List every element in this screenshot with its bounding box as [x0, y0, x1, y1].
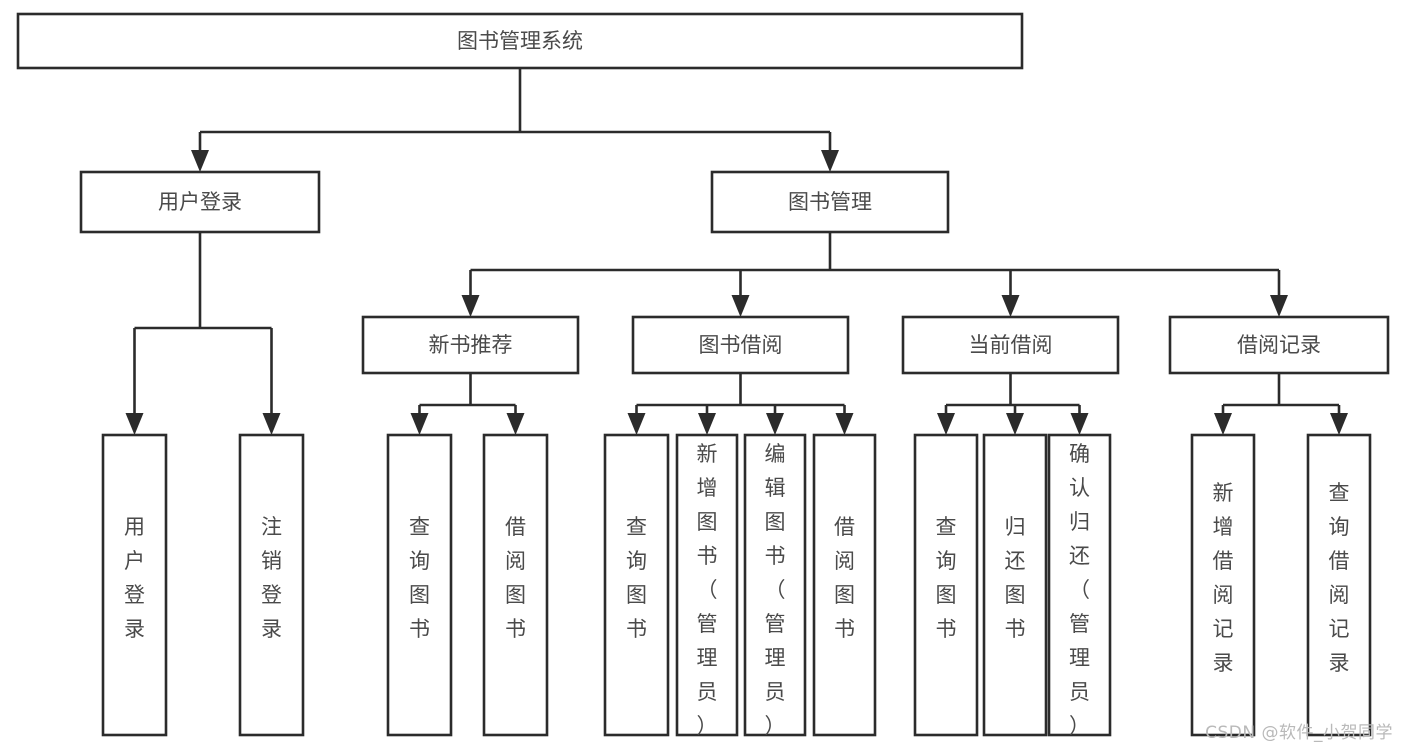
node-root[interactable]: 图书管理系统	[16, 12, 1024, 70]
arrow-down-icon-bb-query-book	[627, 413, 646, 435]
node-book-borrow[interactable]: 图书借阅	[631, 315, 850, 375]
arrow-down-icon-br-query-record	[1330, 413, 1348, 435]
node-label-bb-edit-book: 编辑图书（管理员）	[765, 442, 786, 738]
node-cb-confirm-return[interactable]: 确认归还（管理员）	[1047, 433, 1112, 738]
node-label-br-add-record: 新增借阅记录	[1213, 481, 1234, 675]
node-br-add-record[interactable]: 新增借阅记录	[1190, 433, 1256, 737]
arrow-down-icon-bb-edit-book	[766, 413, 784, 435]
node-user-logout-leaf[interactable]: 注销登录	[238, 433, 305, 737]
node-box-bb-query-book	[603, 433, 670, 737]
node-label-cb-confirm-return: 确认归还（管理员）	[1069, 442, 1090, 738]
node-label-bb-query-book: 查询图书	[626, 515, 647, 641]
node-label-nb-borrow-book: 借阅图书	[505, 515, 526, 641]
node-cb-query-book[interactable]: 查询图书	[913, 433, 979, 737]
arrow-down-icon-bb-borrow-book	[835, 413, 854, 435]
node-label-user-login-leaf: 用户登录	[124, 515, 145, 641]
node-box-borrow-record	[1168, 315, 1390, 375]
node-nb-query-book[interactable]: 查询图书	[386, 433, 453, 737]
node-label-bb-add-book: 新增图书（管理员）	[697, 442, 718, 738]
node-cb-return-book[interactable]: 归还图书	[982, 433, 1048, 737]
node-box-nb-query-book	[386, 433, 453, 737]
node-box-user-logout-leaf	[238, 433, 305, 737]
node-box-bb-borrow-book	[812, 433, 877, 737]
arrow-down-icon-cb-confirm-return	[1070, 413, 1089, 435]
node-label-user-login: 用户登录	[158, 190, 242, 214]
arrow-down-icon-book-management	[821, 150, 839, 172]
node-box-nb-borrow-book	[482, 433, 549, 737]
node-label-root: 图书管理系统	[457, 29, 583, 53]
arrow-down-icon-borrow-record	[1270, 295, 1288, 317]
node-box-new-book-recommend	[361, 315, 580, 375]
arrow-down-icon-user-logout-leaf	[262, 413, 281, 435]
node-label-bb-borrow-book: 借阅图书	[834, 515, 855, 641]
node-box-bb-edit-book	[743, 433, 807, 737]
node-box-br-query-record	[1306, 433, 1372, 737]
arrow-down-icon-cb-return-book	[1006, 413, 1024, 435]
node-nb-borrow-book[interactable]: 借阅图书	[482, 433, 549, 737]
node-label-borrow-record: 借阅记录	[1237, 333, 1321, 357]
node-bb-edit-book[interactable]: 编辑图书（管理员）	[743, 433, 807, 738]
node-box-user-login	[79, 170, 321, 234]
node-bb-query-book[interactable]: 查询图书	[603, 433, 670, 737]
arrow-down-icon-user-login-leaf	[125, 413, 144, 435]
arrow-down-icon-nb-borrow-book	[506, 413, 525, 435]
node-new-book-recommend[interactable]: 新书推荐	[361, 315, 580, 375]
node-label-cb-return-book: 归还图书	[1005, 515, 1026, 641]
arrow-down-icon-user-login	[191, 150, 209, 172]
node-box-bb-add-book	[675, 433, 739, 737]
node-box-cb-query-book	[913, 433, 979, 737]
node-box-user-login-leaf	[101, 433, 168, 737]
node-user-login-leaf[interactable]: 用户登录	[101, 433, 168, 737]
node-bb-borrow-book[interactable]: 借阅图书	[812, 433, 877, 737]
node-label-current-borrow: 当前借阅	[969, 333, 1053, 357]
node-user-login[interactable]: 用户登录	[79, 170, 321, 234]
arrow-down-icon-cb-query-book	[937, 413, 955, 435]
node-borrow-record[interactable]: 借阅记录	[1168, 315, 1390, 375]
node-box-root	[16, 12, 1024, 70]
node-label-book-borrow: 图书借阅	[699, 333, 783, 357]
node-label-book-management: 图书管理	[788, 190, 872, 214]
node-box-book-management	[710, 170, 950, 234]
arrow-down-icon-new-book-recommend	[461, 295, 480, 317]
connector-layer	[125, 68, 1348, 435]
node-box-current-borrow	[901, 315, 1120, 375]
node-bb-add-book[interactable]: 新增图书（管理员）	[675, 433, 739, 738]
arrow-down-icon-bb-add-book	[698, 413, 716, 435]
arrow-down-icon-br-add-record	[1214, 413, 1232, 435]
watermark-text: CSDN @软件_小贺同学	[1205, 723, 1393, 743]
arrow-down-icon-nb-query-book	[410, 413, 429, 435]
node-box-br-add-record	[1190, 433, 1256, 737]
node-label-nb-query-book: 查询图书	[409, 515, 430, 641]
node-label-cb-query-book: 查询图书	[936, 515, 957, 641]
node-box-book-borrow	[631, 315, 850, 375]
arrow-down-icon-book-borrow	[731, 295, 750, 317]
node-br-query-record[interactable]: 查询借阅记录	[1306, 433, 1372, 737]
node-label-br-query-record: 查询借阅记录	[1329, 481, 1350, 675]
node-book-management[interactable]: 图书管理	[710, 170, 950, 234]
node-layer: 图书管理系统用户登录图书管理用户登录注销登录新书推荐图书借阅当前借阅借阅记录查询…	[16, 12, 1390, 738]
node-label-user-logout-leaf: 注销登录	[261, 515, 282, 641]
node-box-cb-return-book	[982, 433, 1048, 737]
node-label-new-book-recommend: 新书推荐	[429, 333, 513, 357]
node-current-borrow[interactable]: 当前借阅	[901, 315, 1120, 375]
node-box-cb-confirm-return	[1047, 433, 1112, 737]
arrow-down-icon-current-borrow	[1001, 295, 1020, 317]
